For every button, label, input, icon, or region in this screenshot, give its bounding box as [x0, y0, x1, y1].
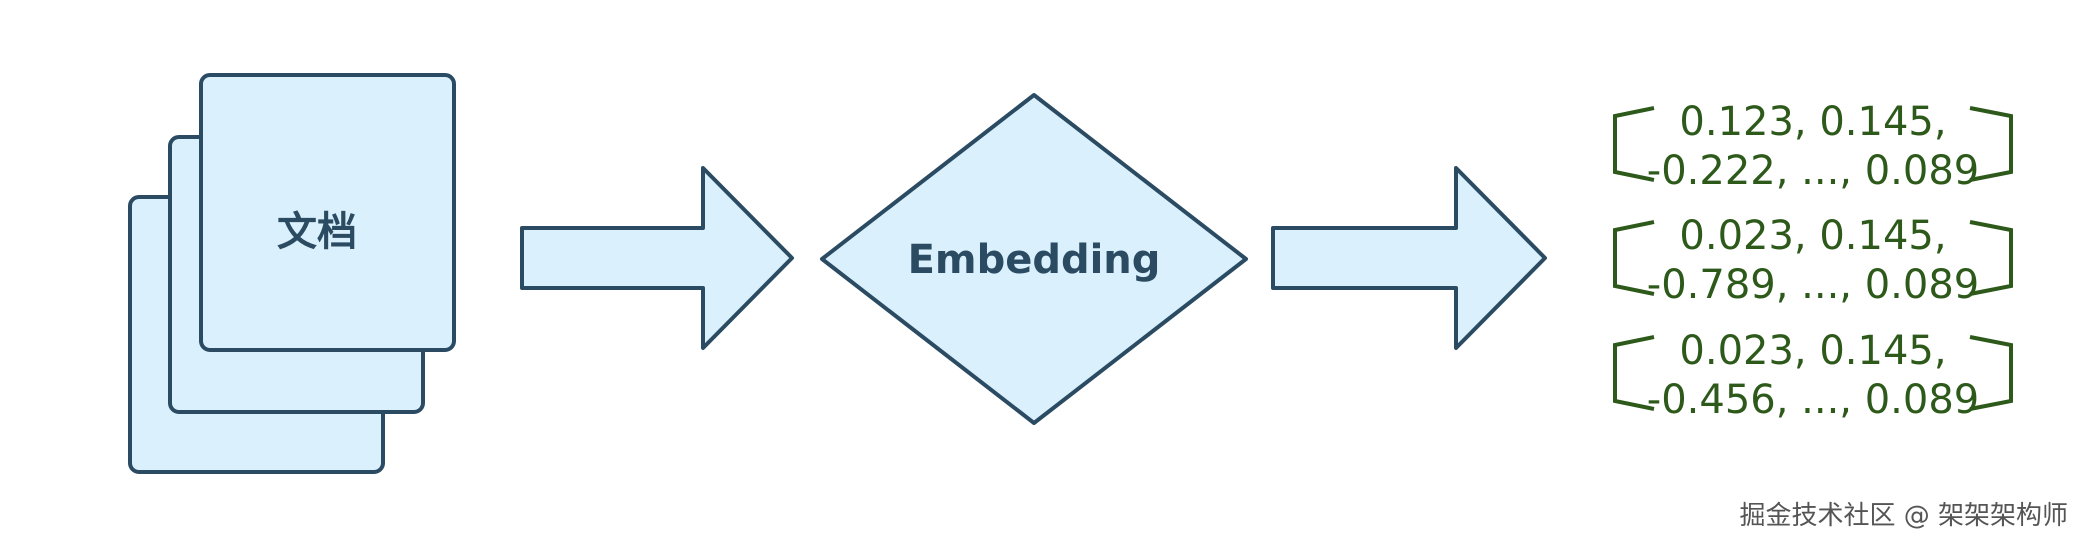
embedding-process: Embedding [820, 93, 1248, 425]
embedding-label: Embedding [908, 237, 1161, 283]
left-bracket [1613, 106, 1655, 182]
arrow-right-icon [1271, 166, 1547, 350]
document-label: 文档 [277, 209, 357, 255]
document-page-front [199, 73, 456, 352]
watermark: 掘金技术社区 @ 架架架构师 [1739, 501, 2068, 531]
left-bracket [1613, 335, 1655, 411]
vector-item: 0.023, 0.145, -0.456, ..., 0.089 [1613, 328, 2013, 423]
arrow-right-icon [520, 166, 794, 350]
vector-line-1: 0.123, 0.145, [1679, 99, 1946, 145]
vector-item: 0.123, 0.145, -0.222, ..., 0.089 [1613, 99, 2013, 194]
vector-line-2: -0.456, ..., 0.089 [1647, 377, 1979, 423]
right-bracket [1969, 106, 2013, 182]
vector-line-2: -0.789, ..., 0.089 [1647, 262, 1979, 308]
embedding-diamond [820, 93, 1248, 425]
right-bracket [1969, 220, 2013, 296]
vector-line-1: 0.023, 0.145, [1679, 213, 1946, 259]
vector-line-1: 0.023, 0.145, [1679, 328, 1946, 374]
left-bracket [1613, 220, 1655, 296]
vector-line-2: -0.222, ..., 0.089 [1647, 148, 1979, 194]
right-bracket [1969, 335, 2013, 411]
vector-item: 0.023, 0.145, -0.789, ..., 0.089 [1613, 213, 2013, 308]
document-stack: 文档 [128, 73, 456, 474]
